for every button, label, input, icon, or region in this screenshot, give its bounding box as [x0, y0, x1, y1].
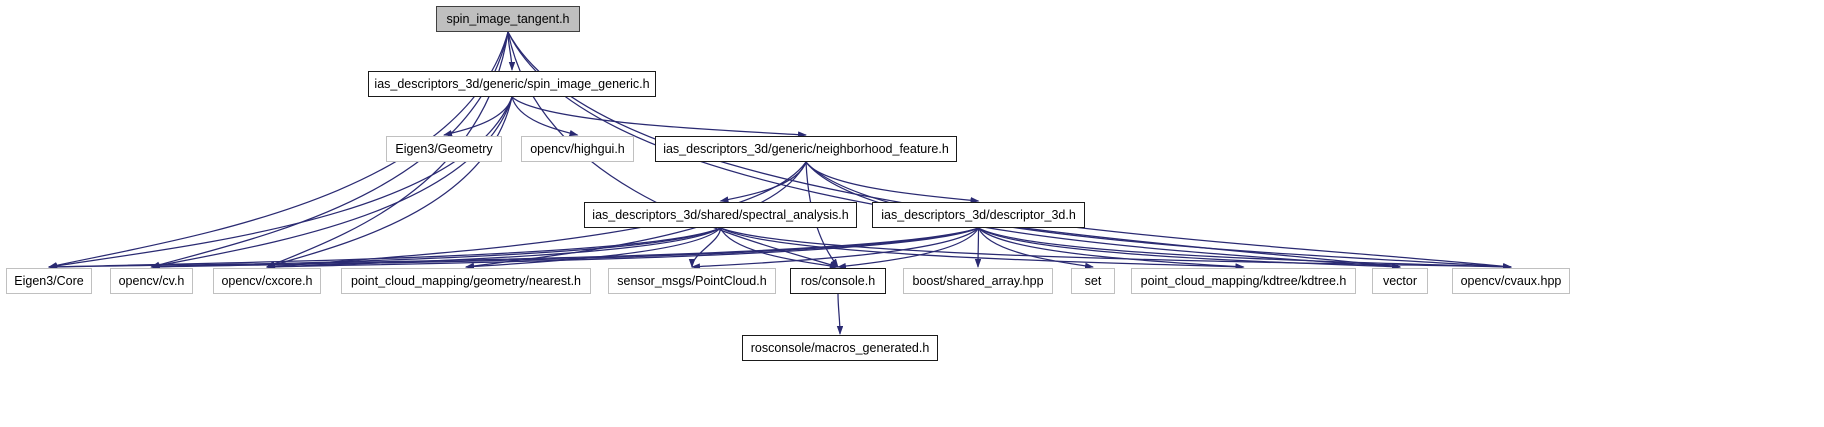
graph-node-n5[interactable]: ias_descriptors_3d/shared/spectral_analy… — [584, 202, 857, 228]
graph-node-n9[interactable]: opencv/cxcore.h — [213, 268, 321, 294]
graph-edge-n5-n8 — [150, 227, 721, 270]
graph-node-n12[interactable]: ros/console.h — [790, 268, 886, 294]
graph-node-n0[interactable]: spin_image_tangent.h — [436, 6, 580, 32]
graph-edge-n4-n12 — [805, 161, 839, 268]
graph-edge-n5-n10 — [465, 227, 721, 270]
graph-edge-n6-n14 — [977, 227, 1094, 270]
graph-node-n10[interactable]: point_cloud_mapping/geometry/nearest.h — [341, 268, 591, 294]
graph-edge-n1-n3 — [511, 96, 579, 137]
graph-edge-n12-n18 — [836, 293, 844, 335]
graph-node-n7[interactable]: Eigen3/Core — [6, 268, 92, 294]
graph-node-n4[interactable]: ias_descriptors_3d/generic/neighborhood_… — [655, 136, 957, 162]
graph-node-n11[interactable]: sensor_msgs/PointCloud.h — [608, 268, 776, 294]
graph-node-n8[interactable]: opencv/cv.h — [110, 268, 193, 294]
graph-edge-n6-n13 — [974, 227, 982, 268]
graph-edge-n6-n17 — [978, 227, 1512, 270]
graph-node-n17[interactable]: opencv/cvaux.hpp — [1452, 268, 1570, 294]
graph-edge-n5-n15 — [720, 227, 1245, 270]
graph-node-n13[interactable]: boost/shared_array.hpp — [903, 268, 1053, 294]
graph-edge-n4-n17 — [805, 161, 1512, 270]
graph-edge-n1-n8 — [150, 96, 513, 269]
graph-edge-n1-n4 — [511, 96, 807, 138]
graph-node-n14[interactable]: set — [1071, 268, 1115, 294]
graph-node-n3[interactable]: opencv/highgui.h — [521, 136, 634, 162]
graph-edge-n5-n9 — [266, 227, 721, 270]
graph-edge-n6-n9 — [266, 227, 979, 271]
graph-node-n2[interactable]: Eigen3/Geometry — [386, 136, 502, 162]
graph-edge-n6-n11 — [691, 227, 979, 270]
graph-edge-n5-n12 — [719, 227, 839, 270]
graph-edge-n6-n16 — [978, 227, 1401, 270]
graph-node-n15[interactable]: point_cloud_mapping/kdtree/kdtree.h — [1131, 268, 1356, 294]
graph-edge-n4-n5 — [719, 161, 807, 203]
graph-node-n1[interactable]: ias_descriptors_3d/generic/spin_image_ge… — [368, 71, 656, 97]
graph-edge-n6-n15 — [978, 227, 1245, 270]
graph-node-n6[interactable]: ias_descriptors_3d/descriptor_3d.h — [872, 202, 1085, 228]
graph-node-n18[interactable]: rosconsole/macros_generated.h — [742, 335, 938, 361]
graph-edge-n1-n7 — [48, 96, 513, 269]
graph-node-n16[interactable]: vector — [1372, 268, 1428, 294]
graph-edge-n6-n7 — [48, 227, 979, 271]
graph-edge-n6-n12 — [837, 227, 980, 270]
